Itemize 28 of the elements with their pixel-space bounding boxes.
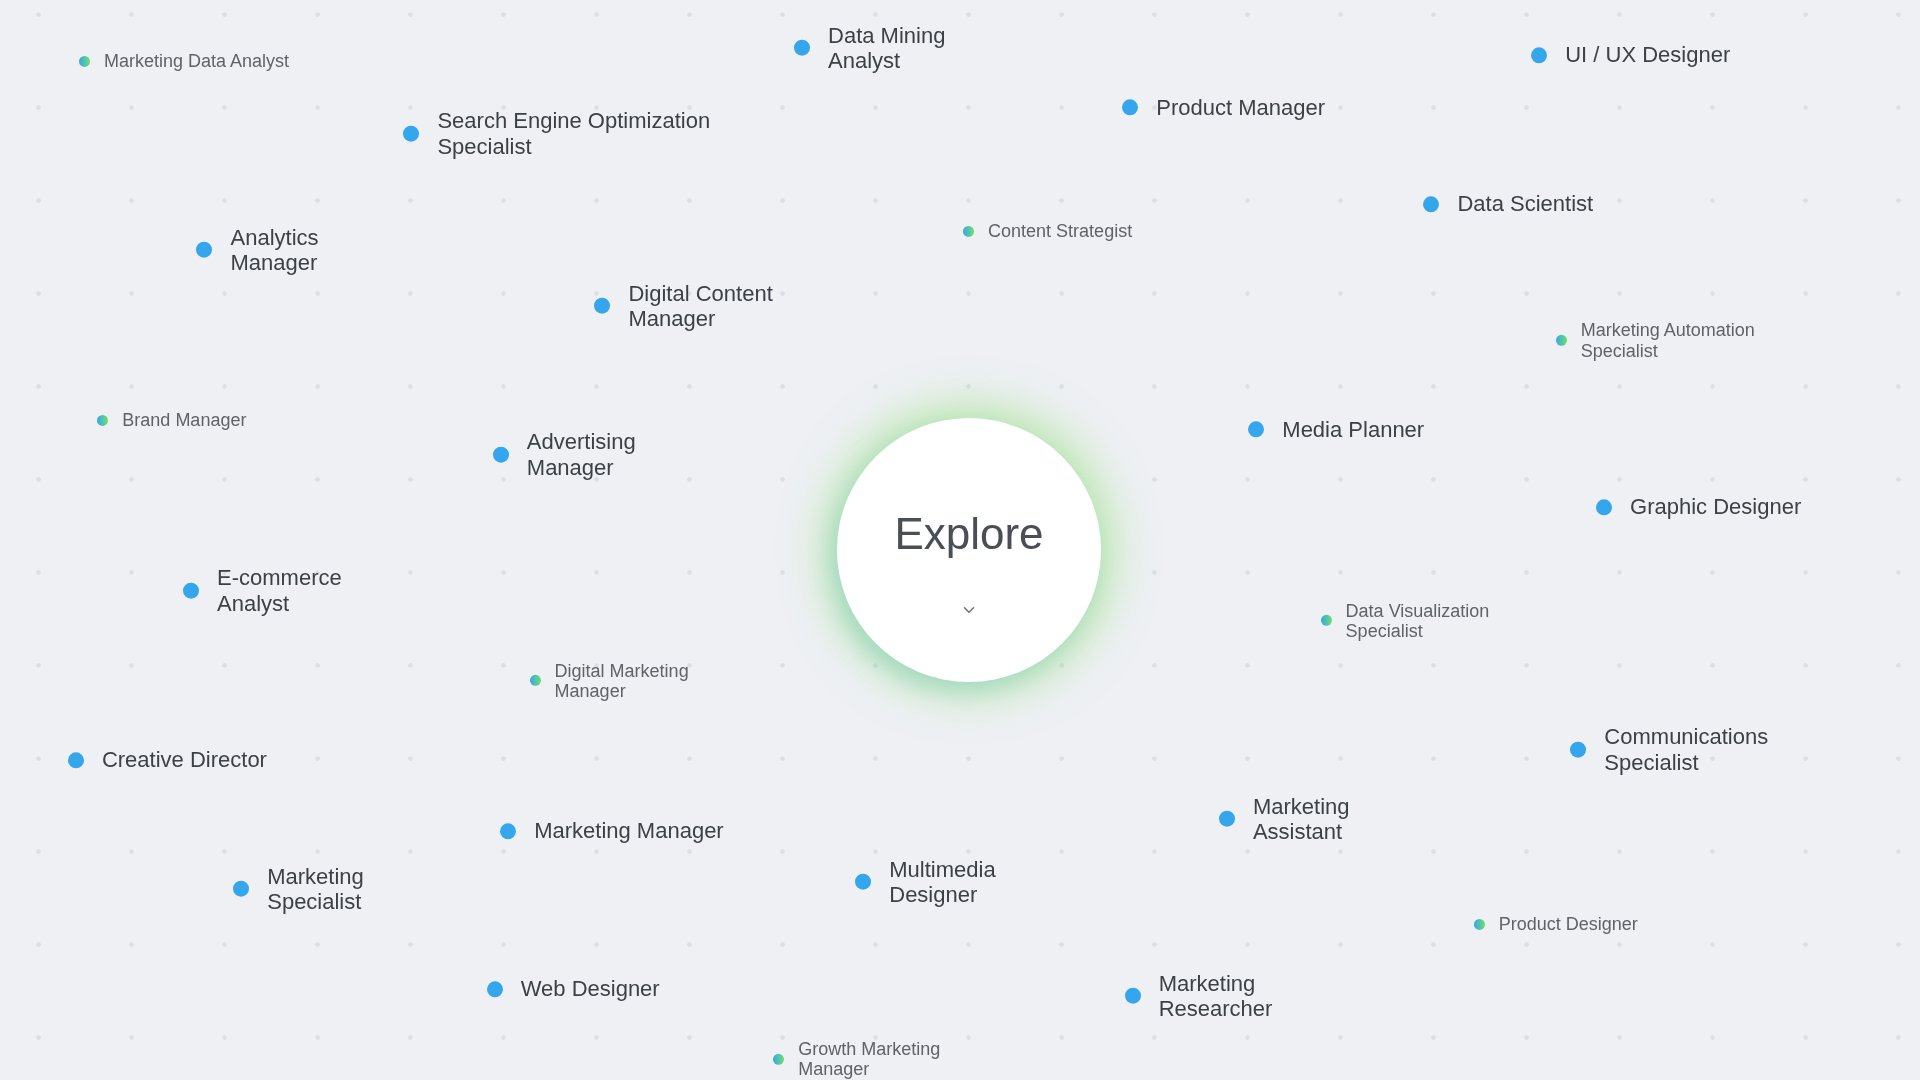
career-label: Marketing Data Analyst <box>104 51 290 72</box>
career-label: Data Scientist <box>1457 191 1594 218</box>
career-label: Analytics Manager <box>230 224 320 276</box>
career-label: Communications Specialist <box>1604 724 1770 775</box>
career-label: Media Planner <box>1282 417 1425 443</box>
career-label: Creative Director <box>101 747 267 774</box>
explore-text: Explore <box>894 508 1044 560</box>
career-label: Multimedia Designer <box>889 856 997 907</box>
career-label: Marketing Manager <box>534 818 724 845</box>
career-label: Advertising Manager <box>526 429 637 480</box>
career-label: Marketing Assistant <box>1252 793 1351 845</box>
career-label: Growth Marketing Manager <box>798 1039 942 1080</box>
career-label: UI / UX Designer <box>1565 42 1731 68</box>
career-label: Data Mining Analyst <box>828 22 947 74</box>
career-label: Data Visualization Specialist <box>1345 600 1491 641</box>
career-label: Marketing Automation Specialist <box>1580 320 1756 361</box>
career-label: Graphic Designer <box>1630 494 1802 520</box>
career-label: Marketing Specialist <box>267 863 365 915</box>
career-label: Product Manager <box>1156 95 1325 121</box>
career-label: Marketing Researcher <box>1158 970 1274 1021</box>
career-label: Web Designer <box>520 976 660 1002</box>
career-label: Digital Marketing Manager <box>554 660 690 701</box>
career-label: Product Designer <box>1498 914 1638 935</box>
career-label: Digital Content Manager <box>628 280 774 332</box>
career-label: Content Strategist <box>988 221 1133 242</box>
career-label: Brand Manager <box>122 409 247 431</box>
career-label: E-commerce Analyst <box>217 564 343 616</box>
career-label: Search Engine Optimization Specialist <box>437 108 712 159</box>
